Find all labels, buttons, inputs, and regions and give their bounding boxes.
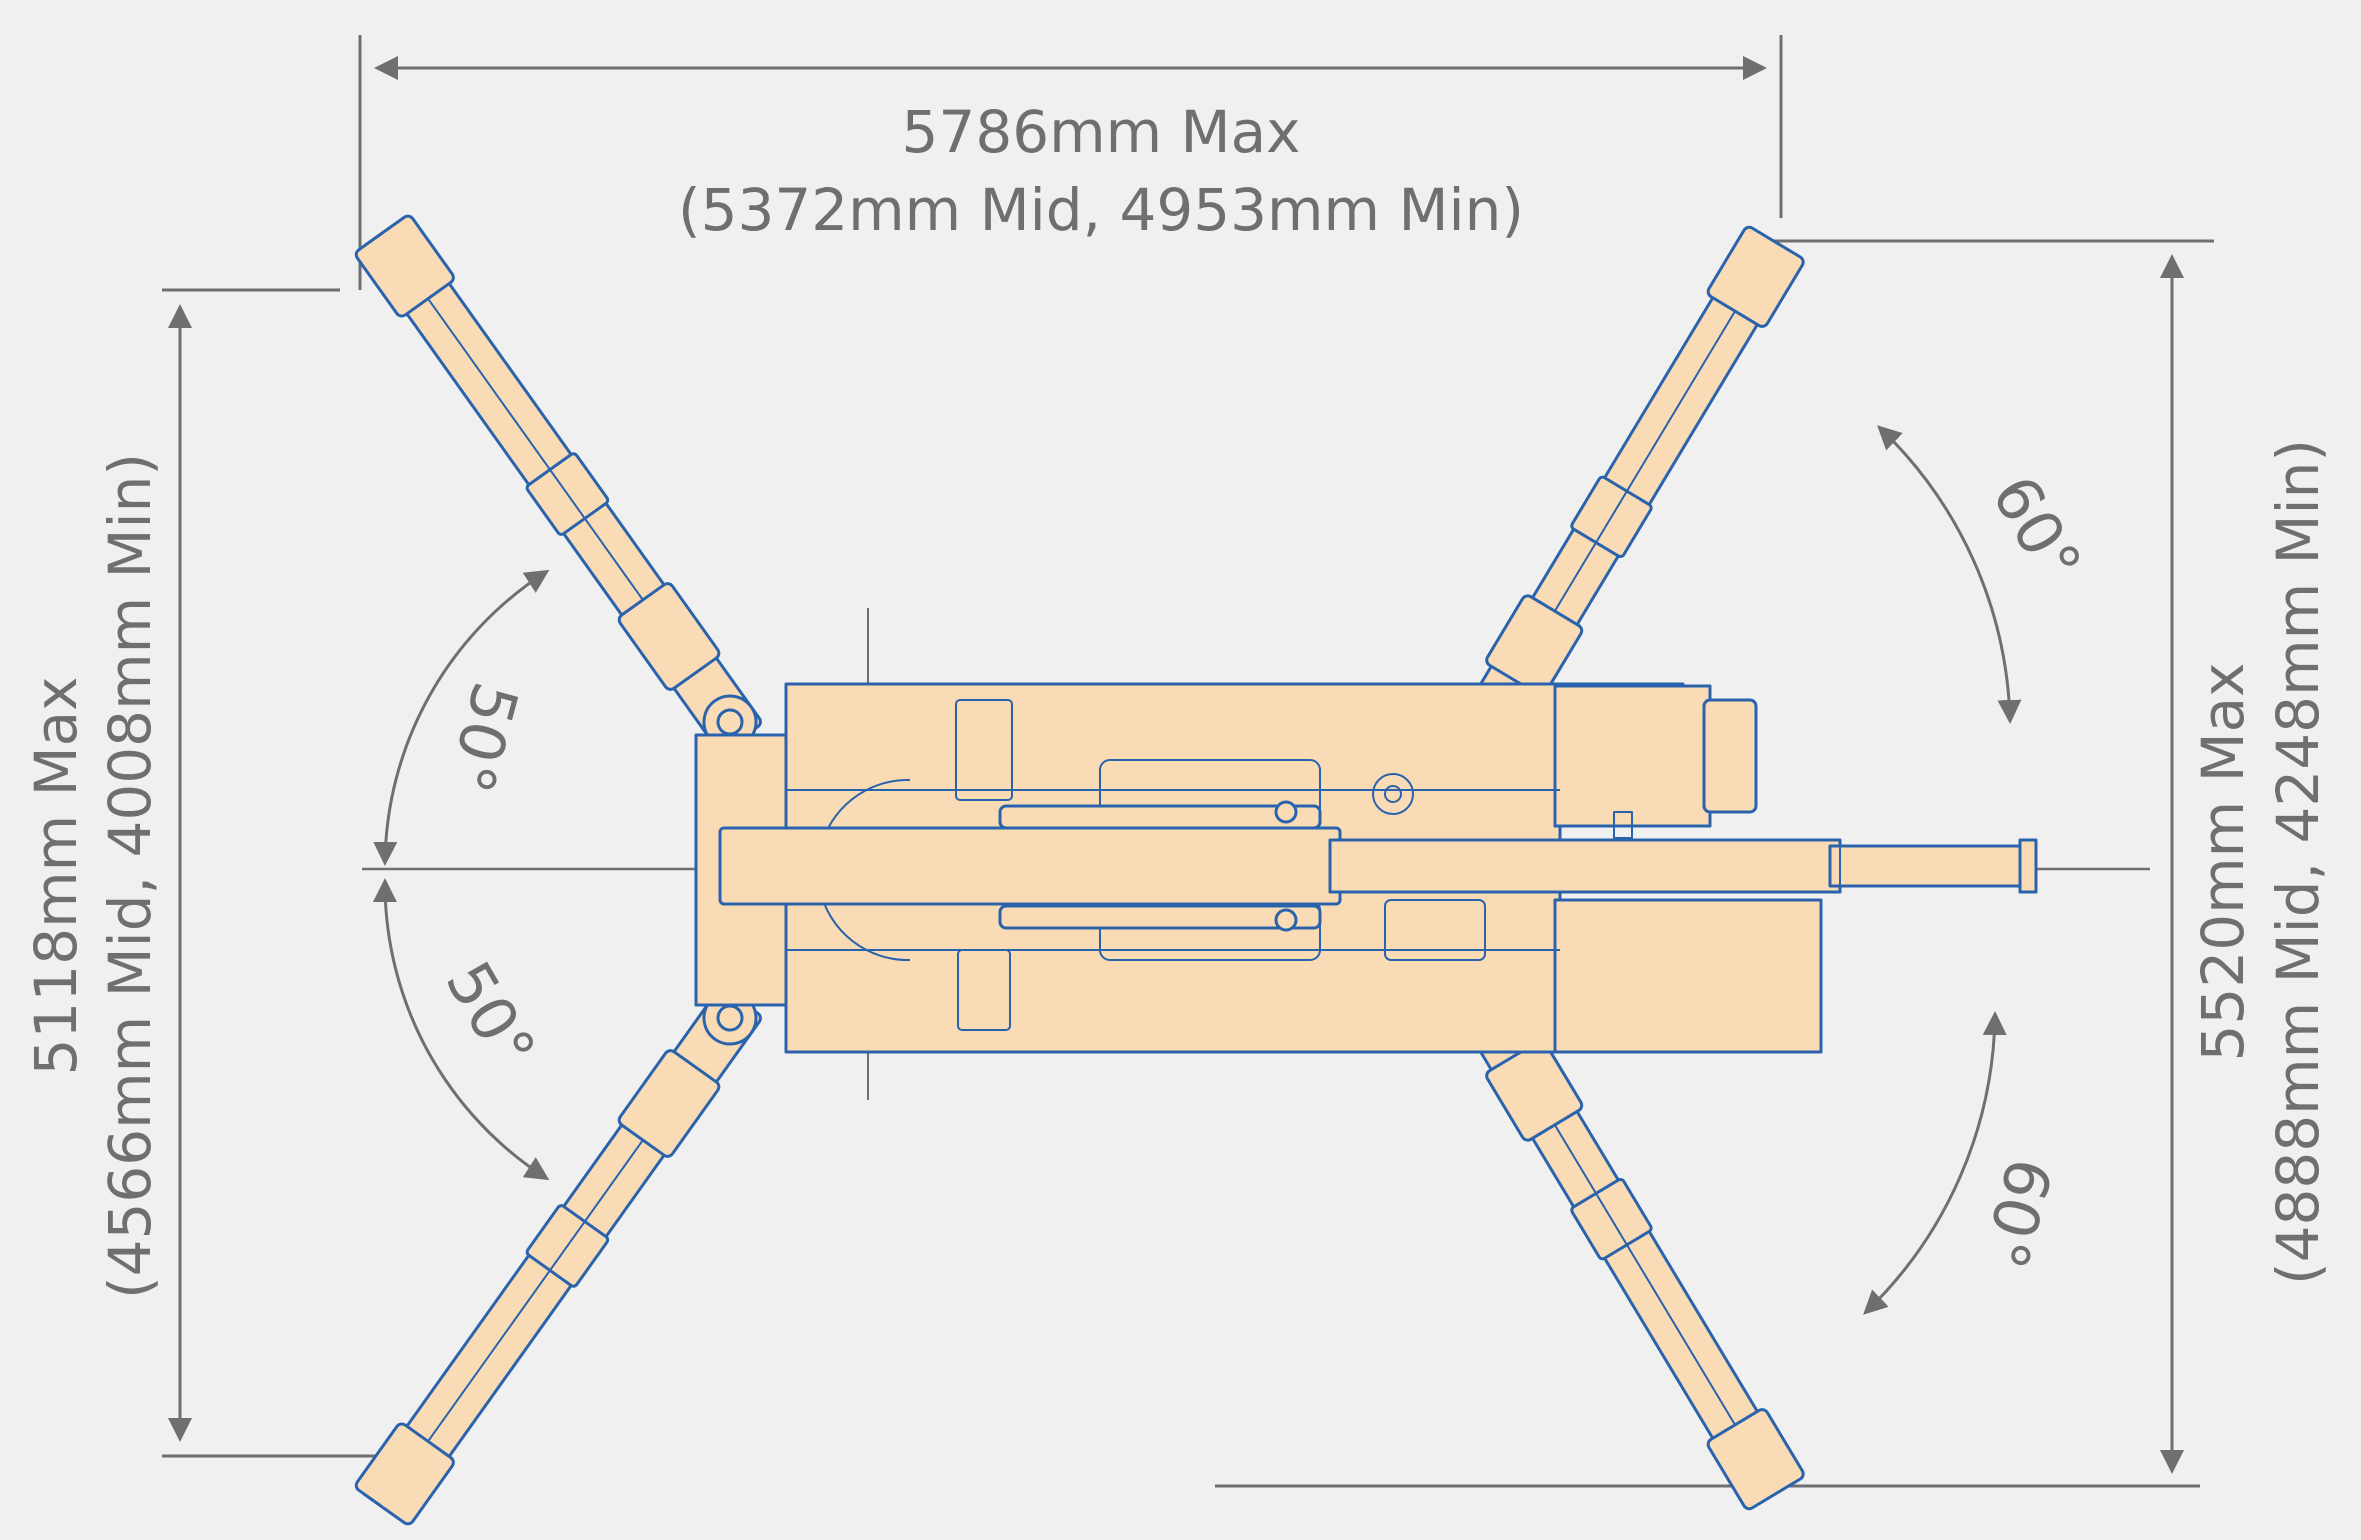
angle-arc-lower-right <box>1863 1011 2007 1315</box>
width-detail-label: (5372mm Mid, 4953mm Min) <box>678 176 1524 244</box>
width-max-label: 5786mm Max <box>902 98 1301 166</box>
angle-arc-lower-left <box>372 878 550 1181</box>
boom <box>718 800 2038 932</box>
angle-label-upper-left: 50° <box>433 675 532 800</box>
right-height-max-label: 5520mm Max <box>2189 663 2257 1062</box>
outrigger-lower-right <box>1461 992 1805 1511</box>
angle-label-lower-right: 60° <box>1967 1151 2066 1276</box>
angle-label-lower-left: 50° <box>432 949 550 1081</box>
right-height-detail-label: (4888mm Mid, 4248mm Min) <box>2264 439 2332 1285</box>
left-height-max-label: 5118mm Max <box>22 677 90 1076</box>
dimension-labels: 5786mm Max (5372mm Mid, 4953mm Min) 5118… <box>22 98 2332 1299</box>
left-height-detail-label: (4566mm Mid, 4008mm Min) <box>96 453 164 1299</box>
outrigger-upper-right <box>1461 225 1805 744</box>
outrigger-upper-left <box>354 214 762 753</box>
angle-label-upper-right: 60° <box>1978 463 2096 595</box>
outrigger-lower-left <box>354 987 762 1526</box>
angle-arc-upper-right <box>1877 425 2022 724</box>
spider-crane-top-view <box>354 214 2038 1526</box>
angle-arc-upper-left <box>373 569 550 866</box>
